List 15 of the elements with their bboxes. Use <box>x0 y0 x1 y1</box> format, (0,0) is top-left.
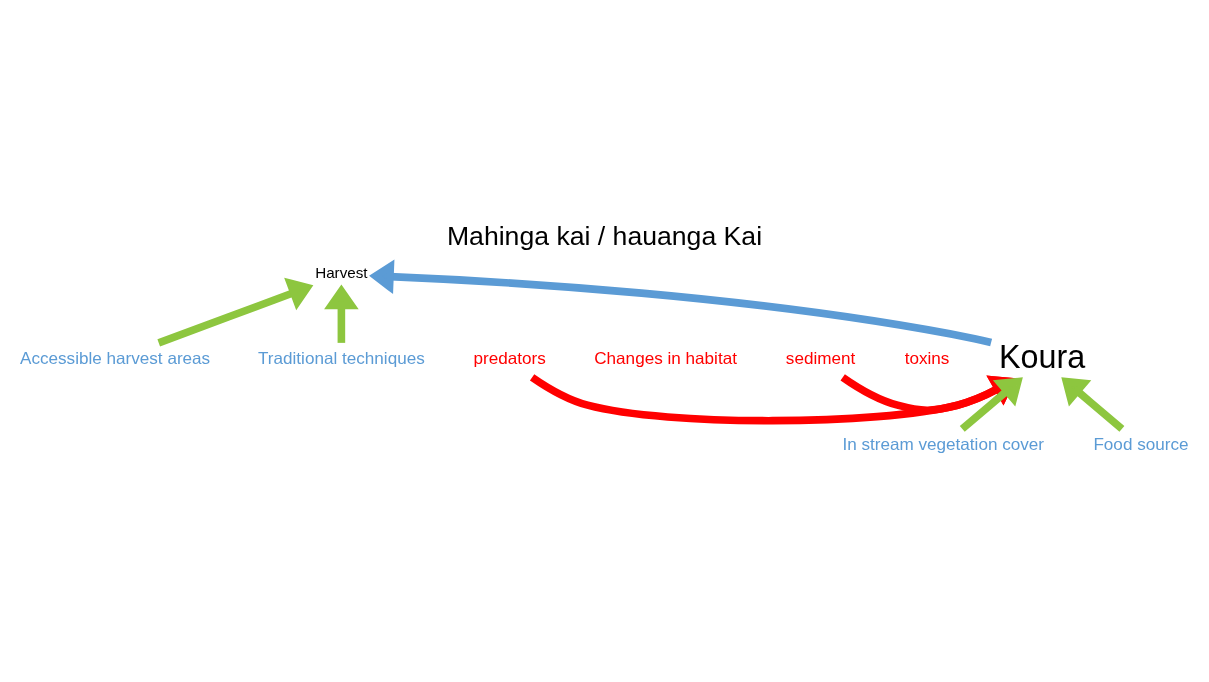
arrow <box>959 376 1023 432</box>
node-text: Traditional techniques <box>258 348 425 368</box>
node-text: Koura <box>998 338 1086 375</box>
arrow <box>157 277 314 346</box>
arrow <box>369 259 993 346</box>
node-text: predators <box>473 348 546 368</box>
node-text: toxins <box>904 348 950 368</box>
arrow <box>1061 376 1125 432</box>
node-text: Changes in habitat <box>594 348 737 368</box>
diagram-title: Mahinga kai / hauanga Kai <box>446 220 763 251</box>
node-text: sediment <box>785 348 856 368</box>
node-text: In stream vegetation cover <box>842 434 1045 454</box>
node-text: Accessible harvest areas <box>20 348 211 368</box>
node-text: Food source <box>1093 434 1189 454</box>
node-text: Harvest <box>315 263 368 281</box>
